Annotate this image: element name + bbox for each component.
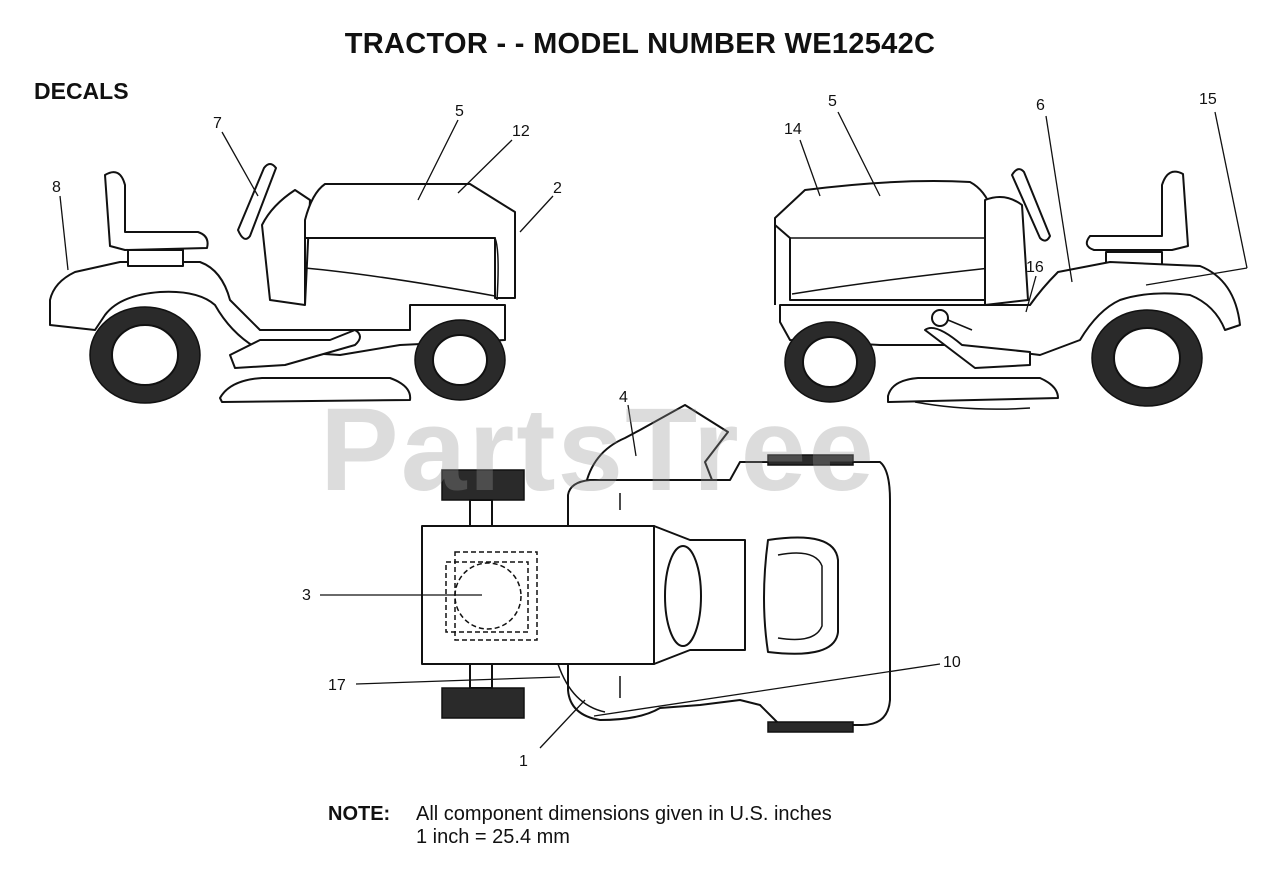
callout-5-left: 5: [455, 103, 464, 120]
callout-4: 4: [619, 389, 628, 406]
callout-3: 3: [302, 587, 311, 604]
callout-15: 15: [1199, 91, 1217, 108]
tractor-left-side-view: [49, 119, 554, 404]
dimensions-note: NOTE: All component dimensions given in U…: [328, 803, 832, 849]
callout-17: 17: [328, 677, 346, 694]
callout-8: 8: [52, 179, 61, 196]
note-line-1: All component dimensions given in U.S. i…: [416, 803, 832, 825]
callout-12: 12: [512, 123, 530, 140]
tractor-right-side-view: [774, 111, 1248, 410]
callout-5-right: 5: [828, 93, 837, 110]
callout-14: 14: [784, 121, 802, 138]
callout-1: 1: [519, 753, 528, 770]
note-line-2: 1 inch = 25.4 mm: [416, 826, 570, 848]
diagram-title: TRACTOR - - MODEL NUMBER WE12542C: [344, 28, 936, 60]
callout-2: 2: [553, 180, 562, 197]
callout-7: 7: [213, 115, 222, 132]
callout-6: 6: [1036, 97, 1045, 114]
note-label: NOTE:: [328, 803, 391, 825]
callout-16: 16: [1026, 259, 1044, 276]
tractor-top-view: [320, 404, 941, 749]
callout-10: 10: [943, 654, 961, 671]
section-label: DECALS: [34, 78, 129, 104]
